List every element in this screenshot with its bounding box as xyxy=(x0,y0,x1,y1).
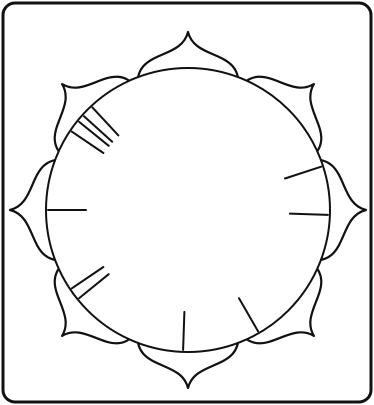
dial-face xyxy=(46,68,330,352)
tick-mark xyxy=(290,214,328,215)
tick-mark xyxy=(183,312,184,350)
